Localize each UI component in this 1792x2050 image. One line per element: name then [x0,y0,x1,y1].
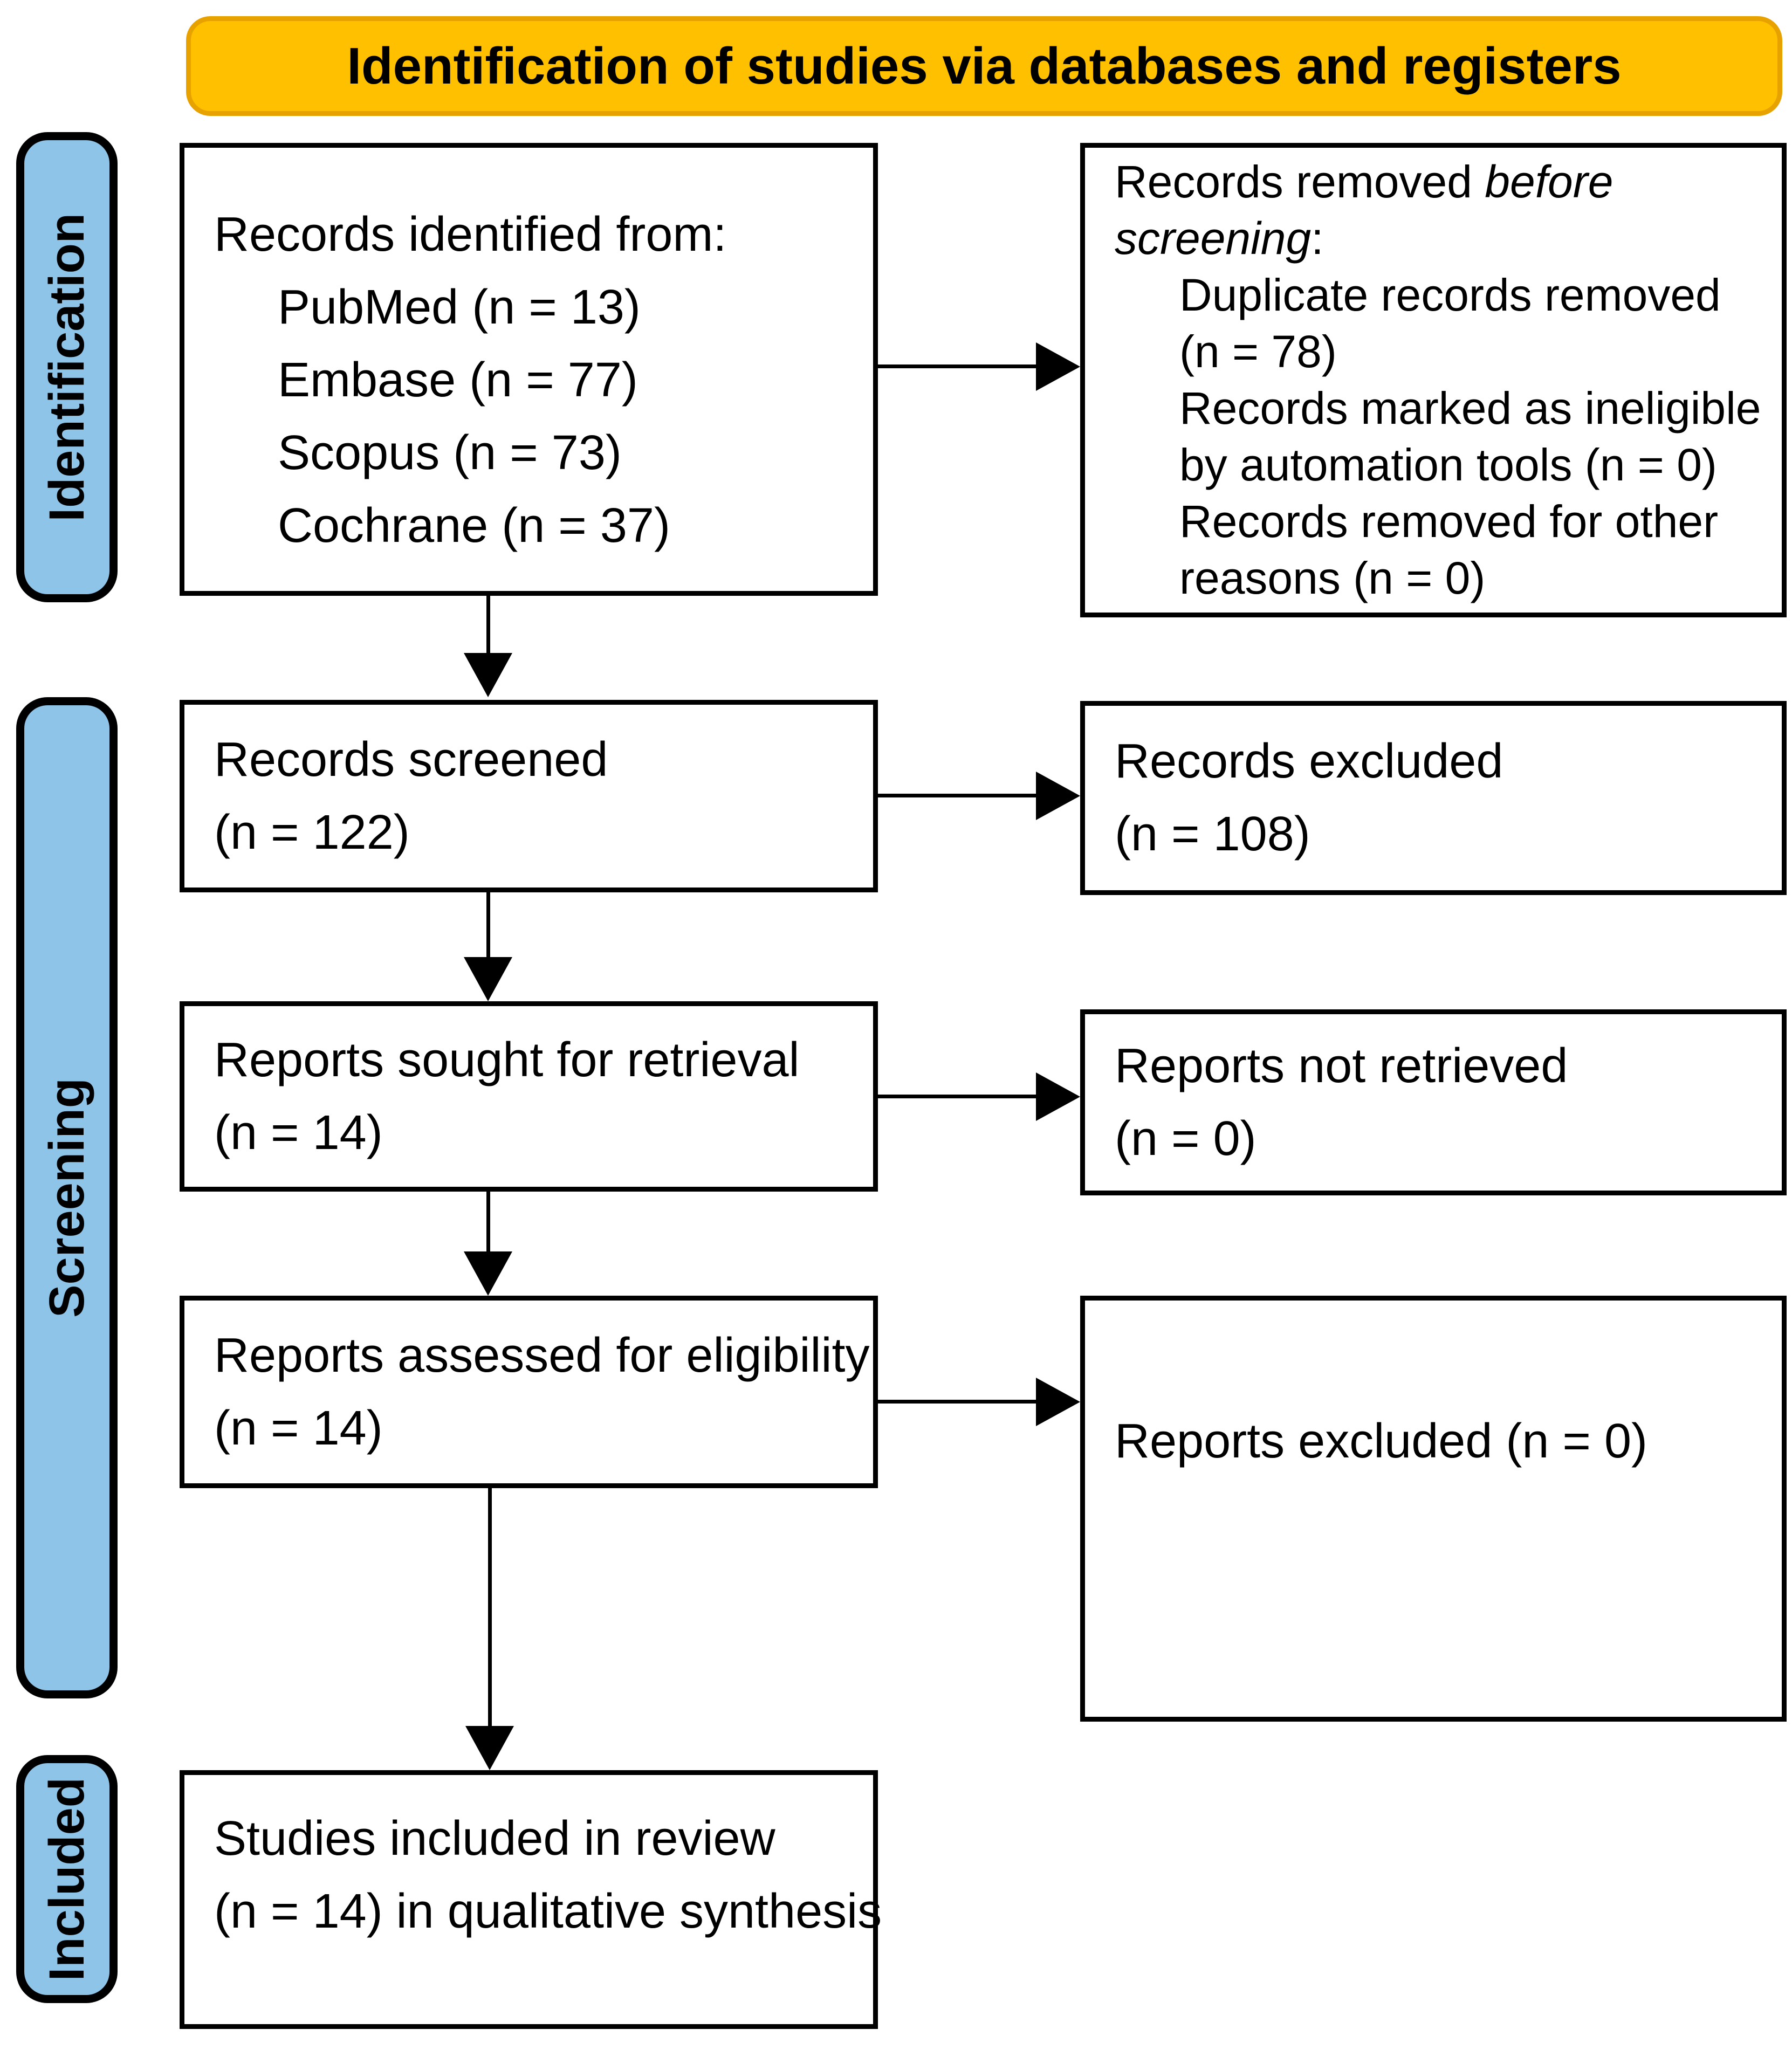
box-reports-excluded: Reports excluded (n = 0) [1080,1296,1787,1722]
arrow-assessed-to-reportsexcluded-line [877,1400,1037,1404]
box-studies-included: Studies included in review (n = 14) in q… [180,1770,882,2029]
reports-sought-line1: Reports sought for retrieval [214,1033,800,1087]
arrow-screened-to-sought-line [486,892,490,958]
box-records-identified: Records identified from: PubMed (n = 13)… [180,143,878,596]
records-removed-title-prefix: Records removed [1115,156,1485,207]
stage-screening-label: Screening [39,1078,94,1318]
source-cochrane: Cochrane (n = 37) [278,498,670,553]
arrow-sought-to-notretrieved-line [877,1095,1037,1098]
box-records-removed: Records removed before screening: Duplic… [1080,143,1787,617]
reports-assessed-count: (n = 14) [214,1401,383,1455]
box-reports-not-retrieved: Reports not retrieved (n = 0) [1080,1009,1787,1195]
removed-automation-line2: by automation tools (n = 0) [1179,439,1717,490]
header-banner: Identification of studies via databases … [186,16,1782,116]
arrow-screened-to-excluded-head [1036,772,1080,820]
arrow-sought-to-assessed-head [464,1251,512,1296]
removed-other-line2: reasons (n = 0) [1179,553,1486,603]
arrow-identified-to-screened-head [464,653,512,697]
arrow-sought-to-notretrieved-head [1036,1072,1080,1121]
page-title: Identification of studies via databases … [347,37,1622,95]
source-pubmed: PubMed (n = 13) [278,280,641,334]
records-removed-title-italic: before screening [1115,156,1614,264]
source-scopus: Scopus (n = 73) [278,425,622,480]
box-records-excluded: Records excluded (n = 108) [1080,701,1787,895]
arrow-screened-to-excluded-line [877,794,1037,797]
stage-screening: Screening [16,697,118,1698]
box-reports-sought: Reports sought for retrieval (n = 14) [180,1001,878,1192]
stage-identification: Identification [16,132,118,602]
box-records-screened: Records screened (n = 122) [180,700,878,892]
arrow-screened-to-sought-head [464,957,512,1001]
records-removed-title: Records removed before screening: [1115,154,1752,267]
removed-other-line1: Records removed for other [1179,496,1719,547]
arrow-assessed-to-included-head [465,1726,514,1770]
arrow-identified-to-screened-line [486,596,490,654]
removed-duplicates-line1: Duplicate records removed [1179,270,1721,320]
stage-identification-label: Identification [39,212,94,522]
records-screened-line1: Records screened [214,732,608,787]
arrow-sought-to-assessed-line [486,1192,490,1253]
arrow-identified-to-removed-head [1036,342,1080,391]
records-excluded-line1: Records excluded [1115,734,1503,788]
reports-not-retrieved-line1: Reports not retrieved [1115,1038,1568,1093]
studies-included-line1: Studies included in review [214,1812,775,1866]
reports-assessed-line1: Reports assessed for eligibility [214,1328,870,1382]
reports-not-retrieved-count: (n = 0) [1115,1111,1257,1166]
arrow-assessed-to-reportsexcluded-head [1036,1378,1080,1426]
records-screened-count: (n = 122) [214,805,410,859]
arrow-assessed-to-included-line [488,1488,492,1727]
box-reports-assessed: Reports assessed for eligibility (n = 14… [180,1296,878,1488]
arrow-identified-to-removed-line [878,364,1038,368]
records-excluded-count: (n = 108) [1115,807,1310,861]
records-removed-title-suffix: : [1311,213,1324,264]
stage-included: Included [16,1755,118,2003]
removed-duplicates-line2: (n = 78) [1179,326,1337,377]
box-records-identified-title: Records identified from: [214,207,727,262]
removed-automation-line1: Records marked as ineligible [1179,383,1761,434]
studies-included-line2: (n = 14) in qualitative synthesis [214,1884,882,1938]
stage-included-label: Included [39,1777,94,1982]
reports-sought-count: (n = 14) [214,1105,383,1160]
reports-excluded-label: Reports excluded (n = 0) [1115,1414,1648,1468]
source-embase: Embase (n = 77) [278,353,638,407]
